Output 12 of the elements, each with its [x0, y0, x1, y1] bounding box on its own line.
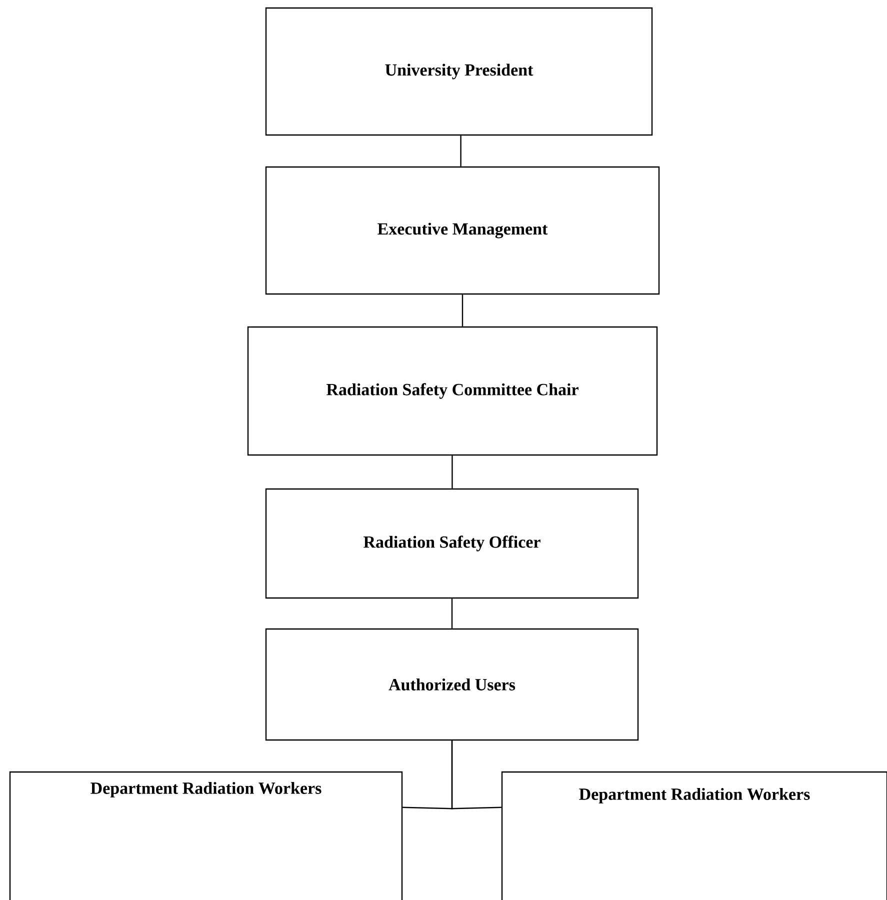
- org-box: Department Radiation Workers: [501, 771, 887, 900]
- connector-line: [460, 136, 462, 166]
- org-box: Executive Management: [265, 166, 660, 295]
- connector-line: [452, 456, 453, 488]
- org-box: Department Radiation Workers: [9, 771, 403, 900]
- org-box: Authorized Users: [265, 628, 639, 741]
- connector-line: [451, 598, 453, 628]
- connector-line: [451, 740, 502, 810]
- org-box: Radiation Safety Officer: [265, 488, 639, 599]
- org-box: University President: [265, 7, 653, 136]
- connector-line: [462, 294, 464, 326]
- org-box: Radiation Safety Committee Chair: [247, 326, 658, 456]
